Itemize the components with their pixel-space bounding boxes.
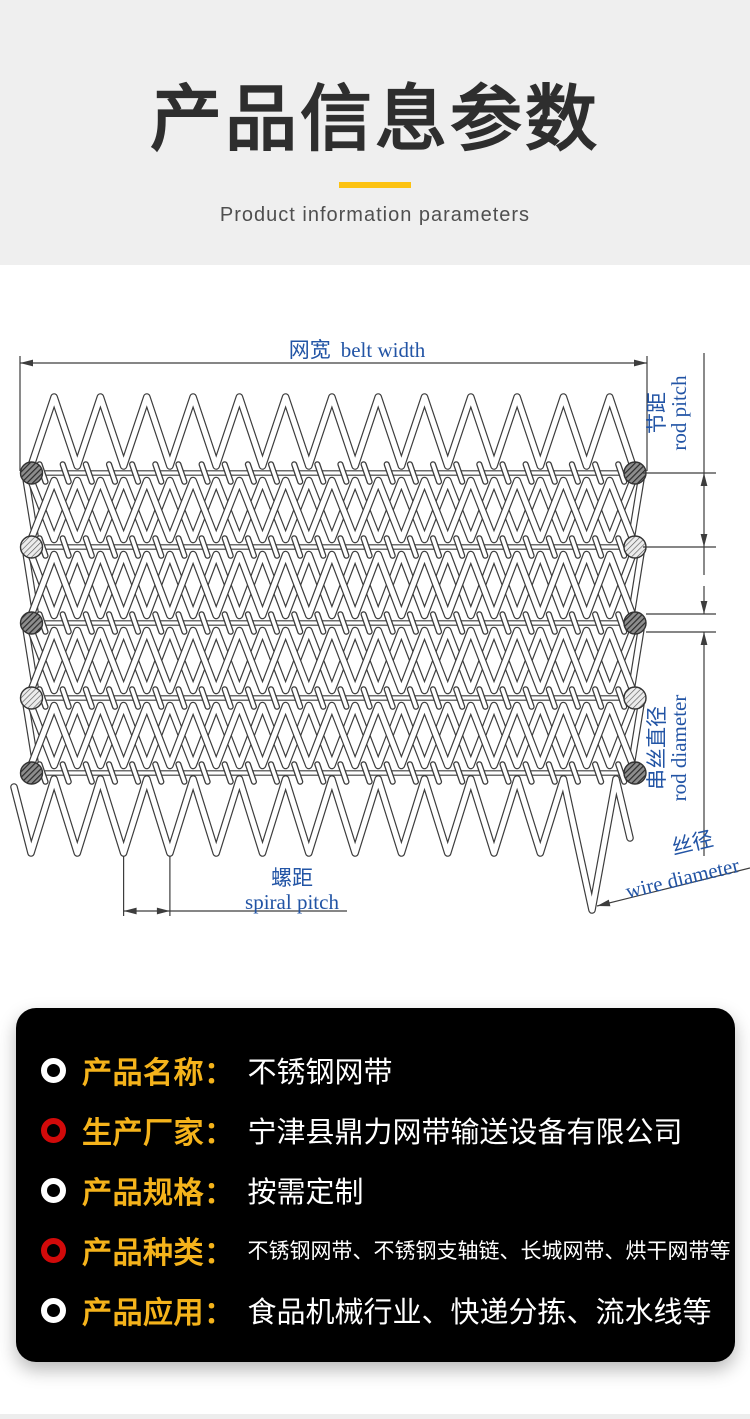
page-header: 产品信息参数 Product information parameters <box>0 0 750 265</box>
wire-diameter-label-cn: 丝径 <box>669 827 715 860</box>
info-row: 产品名称： 不锈钢网带 <box>16 1040 735 1100</box>
info-row: 生产厂家： 宁津县鼎力网带输送设备有限公司 <box>16 1100 735 1160</box>
info-row: 产品规格： 按需定制 <box>16 1160 735 1220</box>
page-title: 产品信息参数 <box>149 80 600 160</box>
wire-diameter-label-en: wire diameter <box>623 853 741 903</box>
info-label: 产品应用： <box>82 1297 235 1330</box>
bullet-icon <box>41 1117 66 1143</box>
bullet-icon <box>41 1177 66 1203</box>
info-label: 产品名称： <box>82 1057 235 1090</box>
spiral-pitch-label-en: spiral pitch <box>245 890 339 914</box>
info-row: 产品种类： 不锈钢网带、不锈钢支轴链、长城网带、烘干网带等 <box>16 1220 735 1280</box>
rod-pitch-label: 节距rod pitch <box>645 375 691 451</box>
bullet-icon <box>41 1057 66 1083</box>
info-value: 不锈钢网带 <box>247 1057 393 1089</box>
accent-bar <box>339 182 411 188</box>
product-info-panel: 产品名称：不锈钢网带生产厂家：宁津县鼎力网带输送设备有限公司产品规格：按需定制产… <box>16 1008 735 1362</box>
info-value: 不锈钢网带、不锈钢支轴链、长城网带、烘干网带等 <box>247 1240 731 1263</box>
page-subtitle: Product information parameters <box>219 204 531 226</box>
mesh-wire-pattern <box>10 353 750 916</box>
rod-diameter-label: 串丝直径rod diameter <box>645 695 691 802</box>
info-label: 生产厂家： <box>82 1117 235 1150</box>
info-value: 宁津县鼎力网带输送设备有限公司 <box>247 1117 683 1149</box>
info-label: 产品种类： <box>82 1237 235 1270</box>
spiral-pitch-label-cn: 螺距 <box>271 866 313 890</box>
info-row: 产品应用： 食品机械行业、快递分拣、流水线等 <box>16 1280 735 1340</box>
bullet-icon <box>41 1237 66 1263</box>
info-label: 产品规格： <box>82 1177 235 1210</box>
footer-divider <box>0 1414 750 1419</box>
info-value: 按需定制 <box>247 1177 364 1209</box>
bullet-icon <box>41 1297 66 1323</box>
info-value: 食品机械行业、快递分拣、流水线等 <box>247 1297 712 1329</box>
